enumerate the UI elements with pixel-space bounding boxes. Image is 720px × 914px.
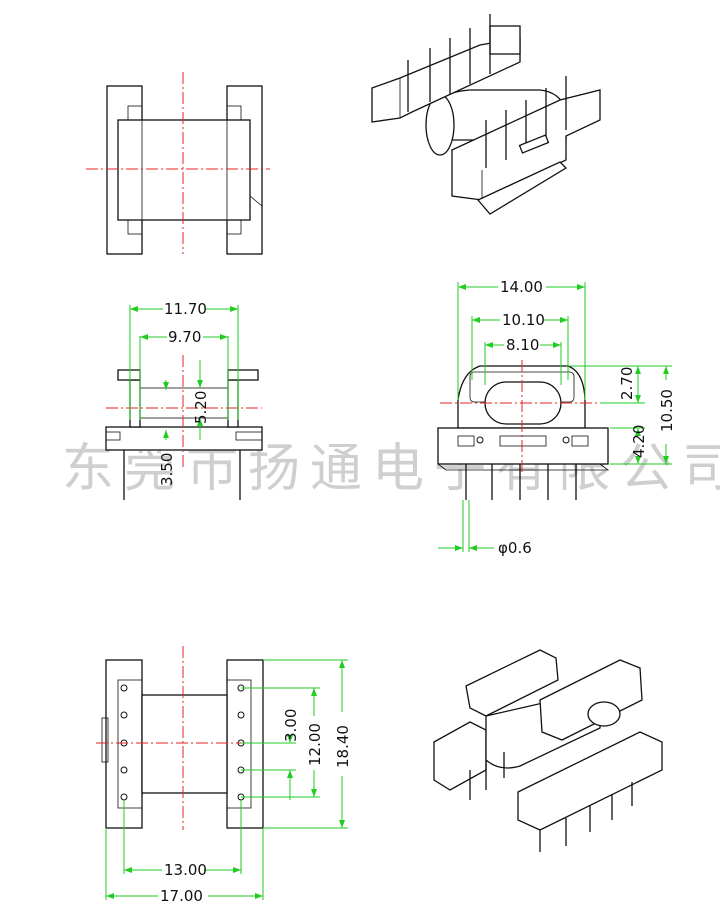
top-view [86, 72, 270, 255]
isometric-view-bottom [433, 649, 663, 852]
dim-10-10-label: 10.10 [502, 311, 545, 329]
dim-8-10-label: 8.10 [506, 336, 539, 354]
bottom-view [96, 646, 268, 830]
dim-4-20-label: 4.20 [630, 425, 648, 458]
dim-phi-0-6-label: φ0.6 [498, 539, 532, 557]
dim-9-70-label: 9.70 [168, 328, 201, 346]
dim-12-00-label: 12.00 [306, 723, 324, 766]
side-view [437, 360, 610, 500]
dim-3-50-label: 3.50 [158, 453, 176, 486]
dim-2-70-label: 2.70 [618, 367, 636, 400]
dimension-lines [105, 282, 672, 900]
dim-5-20-label: 5.20 [192, 391, 210, 424]
dim-18-40-label: 18.40 [334, 725, 352, 768]
dim-17-00-label: 17.00 [160, 887, 203, 905]
dim-14-00-label: 14.00 [500, 278, 543, 296]
dim-10-50-label: 10.50 [658, 389, 676, 432]
dim-11-70-label: 11.70 [164, 300, 207, 318]
dim-13-00-label: 13.00 [164, 861, 207, 879]
dim-3-00-label: 3.00 [282, 709, 300, 742]
dimension-labels: 11.70 9.70 5.20 3.50 14.00 10.10 8.10 2.… [158, 278, 676, 905]
isometric-view-top [371, 14, 601, 215]
